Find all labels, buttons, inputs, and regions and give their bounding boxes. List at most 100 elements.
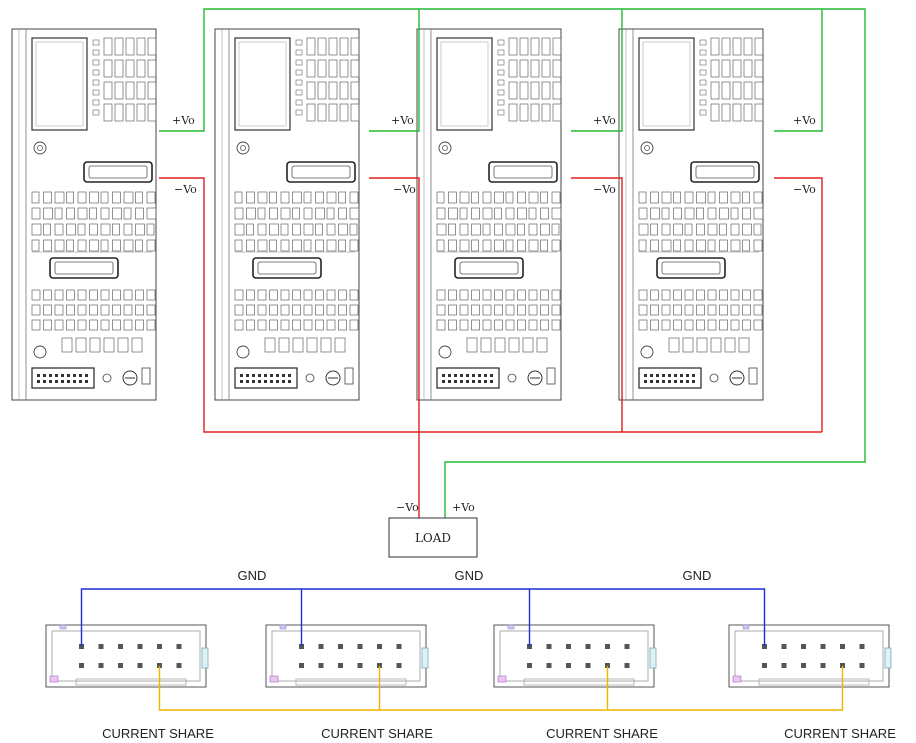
connector-shell xyxy=(493,624,655,688)
negative-output-label: −Vo xyxy=(593,183,616,196)
connector-pin xyxy=(157,663,162,668)
connector-pin xyxy=(546,644,552,649)
negative-bus-wire xyxy=(159,177,822,433)
output-slot xyxy=(656,257,726,279)
connector-pin xyxy=(137,663,143,668)
signal-wiring xyxy=(80,588,844,711)
signal-connectors xyxy=(45,624,892,688)
connector-pin xyxy=(377,663,382,668)
current-share-label: CURRENT SHARE xyxy=(102,726,214,741)
positive-output-label: +Vo xyxy=(793,114,816,127)
connector-pin xyxy=(176,663,182,668)
load-neg-label: −Vo xyxy=(396,501,419,514)
negative-output-label: −Vo xyxy=(393,183,416,196)
power-supply-module xyxy=(11,28,157,401)
connector-pin xyxy=(338,663,343,668)
positive-bus-wire xyxy=(571,9,623,132)
connector-pin xyxy=(781,644,787,649)
connector-pin xyxy=(318,663,324,668)
current-share-label: CURRENT SHARE xyxy=(784,726,896,741)
current-share-label: CURRENT SHARE xyxy=(321,726,433,741)
connector-pin xyxy=(396,644,402,649)
connector-pin xyxy=(566,644,571,649)
output-slot xyxy=(49,257,119,279)
power-supply-module xyxy=(416,28,562,401)
voltage-adjust-icon xyxy=(729,370,745,386)
ac-terminal-block xyxy=(234,37,291,131)
gnd-label: GND xyxy=(238,568,267,583)
connector-pin xyxy=(396,663,402,668)
connector-pin xyxy=(566,663,571,668)
connector-pin xyxy=(118,663,123,668)
connector-pin xyxy=(624,663,630,668)
output-slot xyxy=(83,161,153,183)
connector-pin xyxy=(585,663,591,668)
connector-pin xyxy=(79,644,84,649)
connector-pin xyxy=(377,644,382,649)
connector-pin xyxy=(299,644,304,649)
connector-pin xyxy=(781,663,787,668)
connector-pin xyxy=(137,644,143,649)
negative-bus-wire xyxy=(774,177,823,432)
connector-shell xyxy=(265,624,427,688)
connector-pin xyxy=(859,663,865,668)
output-slot xyxy=(286,161,356,183)
ac-terminal-block xyxy=(31,37,88,131)
connector-pin xyxy=(801,663,806,668)
current-share-label: CURRENT SHARE xyxy=(546,726,658,741)
module-signal-port xyxy=(234,367,298,389)
connector-pin xyxy=(585,644,591,649)
screw-icon xyxy=(438,345,452,359)
connector-pin xyxy=(357,644,363,649)
connector-pin xyxy=(157,644,162,649)
current-share-bus-wire xyxy=(158,666,844,711)
connector-pin xyxy=(840,644,845,649)
voltage-adjust-icon xyxy=(325,370,341,386)
positive-output-label: +Vo xyxy=(172,114,195,127)
screw-icon xyxy=(640,345,654,359)
power-supply-module xyxy=(618,28,764,401)
connector-pin xyxy=(527,663,532,668)
module-signal-port xyxy=(31,367,95,389)
output-slot xyxy=(454,257,524,279)
load-label: LOAD xyxy=(415,531,451,545)
module-signal-port xyxy=(436,367,500,389)
connector-pin xyxy=(820,663,826,668)
connector-pin xyxy=(762,644,767,649)
screw-icon xyxy=(33,345,47,359)
signal-connector xyxy=(493,624,657,688)
positive-output-label: +Vo xyxy=(391,114,414,127)
negative-output-label: −Vo xyxy=(793,183,816,196)
load-pos-label: +Vo xyxy=(452,501,475,514)
positive-bus-wire xyxy=(159,8,866,518)
connector-pin xyxy=(79,663,84,668)
connector-pin xyxy=(762,663,767,668)
connector-pin xyxy=(98,663,104,668)
load-block: LOAD −Vo +Vo xyxy=(388,501,478,558)
module-signal-port xyxy=(638,367,702,389)
ac-terminal-block xyxy=(638,37,695,131)
connector-pin xyxy=(338,644,343,649)
positive-bus-wire xyxy=(369,9,420,132)
connector-pin xyxy=(624,644,630,649)
connector-pin xyxy=(605,663,610,668)
connector-pin xyxy=(357,663,363,668)
output-slot xyxy=(488,161,558,183)
signal-connector xyxy=(45,624,209,688)
connector-pin xyxy=(605,644,610,649)
screw-icon xyxy=(236,141,250,155)
power-supply-module xyxy=(214,28,360,401)
screw-icon xyxy=(640,141,654,155)
gnd-bus-wire xyxy=(80,588,766,646)
positive-output-label: +Vo xyxy=(593,114,616,127)
power-supply-modules xyxy=(11,28,764,401)
ac-terminal-block xyxy=(436,37,493,131)
gnd-label: GND xyxy=(683,568,712,583)
negative-output-label: −Vo xyxy=(174,183,197,196)
output-slot xyxy=(690,161,760,183)
screw-icon xyxy=(33,141,47,155)
connector-shell xyxy=(45,624,207,688)
connector-latch xyxy=(884,647,892,669)
connector-pin xyxy=(98,644,104,649)
